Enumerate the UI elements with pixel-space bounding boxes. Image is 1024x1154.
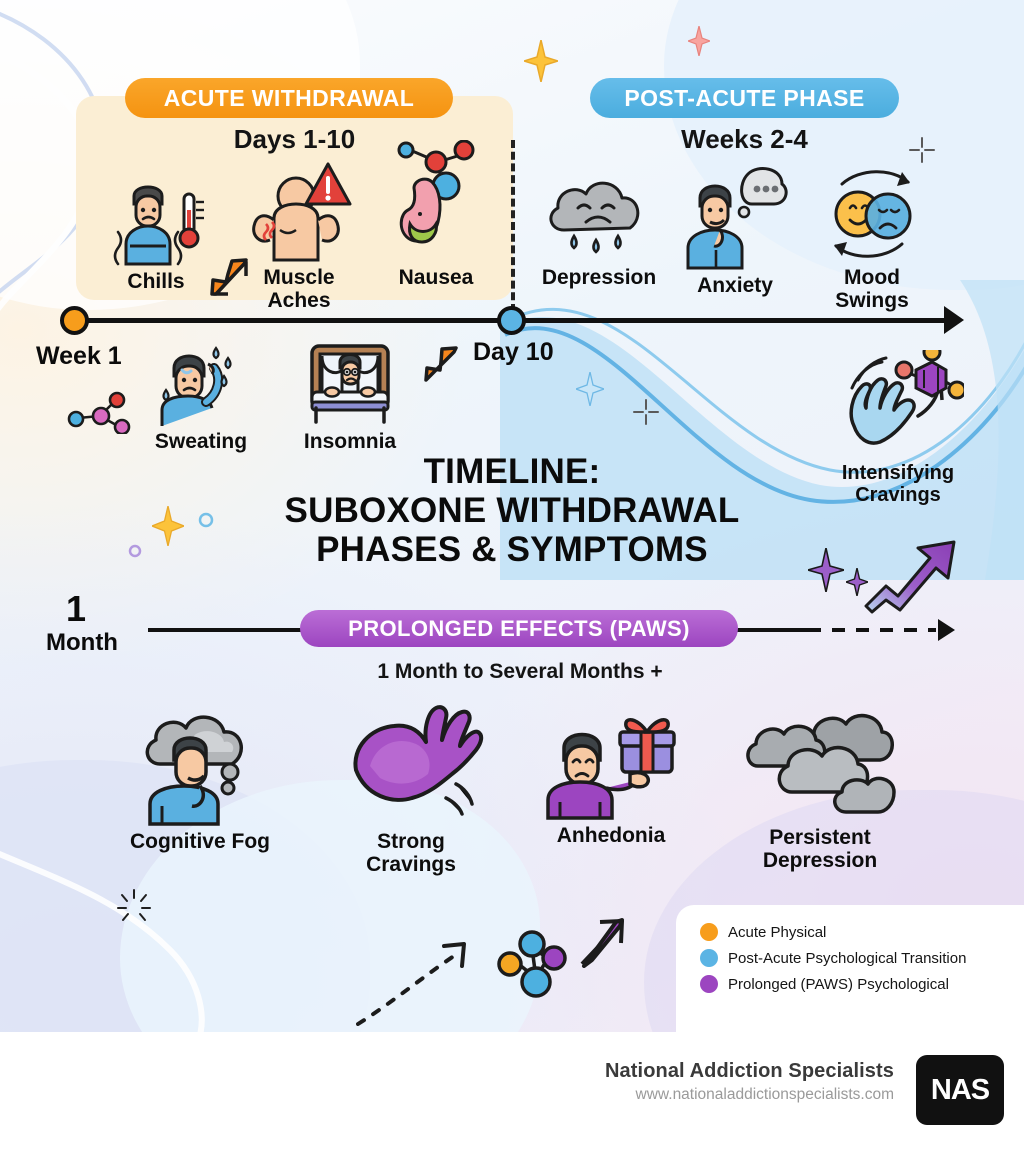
stomach-icon xyxy=(397,139,475,244)
sparkle-icon xyxy=(152,506,184,546)
symptom-mood-swings: Mood Swings xyxy=(816,164,928,312)
double-arrow-icon xyxy=(210,258,248,296)
legend-item: Acute Physical xyxy=(700,923,1008,941)
symptom-label: Muscle Aches xyxy=(263,266,335,312)
nas-logo: NAS xyxy=(916,1055,1004,1125)
sparkle-icon xyxy=(524,40,558,82)
title-line-3: PHASES & SYMPTOMS xyxy=(316,530,708,570)
website-url: www.nationaladdictionspecialists.com xyxy=(635,1086,894,1103)
title-line-1: TIMELINE: xyxy=(423,452,601,491)
plus-decoration-icon xyxy=(633,399,659,425)
symptom-anxiety: Anxiety xyxy=(676,162,794,298)
footer-bar xyxy=(0,1032,1024,1154)
symptom-chills: Chills xyxy=(104,170,208,294)
rising-trend-arrow-icon xyxy=(864,540,956,614)
brand-name: National Addiction Specialists xyxy=(605,1060,894,1082)
up-arrow-icon xyxy=(424,346,458,382)
paws-timeline-dashes xyxy=(808,628,936,632)
footer-branding: National Addiction Specialists www.natio… xyxy=(605,1060,894,1104)
timeline-node-day10 xyxy=(497,306,526,335)
timeline-label-month-word: Month xyxy=(46,629,118,656)
person-head-cloud-icon xyxy=(145,715,243,826)
post-acute-phase-pill: POST-ACUTE PHASE xyxy=(590,78,899,118)
acute-phase-range: Days 1-10 xyxy=(233,124,356,154)
molecule-icon xyxy=(497,930,567,998)
timeline-label-month-number: 1 xyxy=(66,588,87,629)
phase-divider xyxy=(511,140,515,312)
symptom-label: Chills xyxy=(127,270,185,293)
legend-label: Post-Acute Psychological Transition xyxy=(728,949,967,967)
dashed-arrow-icon xyxy=(356,942,466,1026)
person-in-bed-icon xyxy=(310,344,390,424)
rain-cloud-sad-face-icon xyxy=(549,181,640,254)
decorative-swirl-bottom-left xyxy=(0,850,205,1032)
sparkle-icon xyxy=(688,26,710,56)
purple-arrow-icon xyxy=(580,918,624,968)
sparkle-icon xyxy=(808,548,844,592)
legend-color-dot-paws xyxy=(700,975,718,993)
symptom-cognitive-fog: Cognitive Fog xyxy=(130,706,270,854)
paws-phase-pill: PROLONGED EFFECTS (PAWS) xyxy=(300,610,738,647)
symptom-intensifying-cravings: Intensifying Cravings xyxy=(832,342,967,506)
title-line-2: SUBOXONE WITHDRAWAL xyxy=(284,491,740,531)
symptom-strong-cravings: Strong Cravings xyxy=(336,702,486,876)
symptom-label: Depression xyxy=(541,266,657,289)
symptom-label: Mood Swings xyxy=(835,266,909,312)
legend-item: Prolonged (PAWS) Psychological xyxy=(700,975,1008,993)
timeline-label-week1: Week 1 xyxy=(36,342,122,370)
paws-phase-range: 1 Month to Several Months + xyxy=(377,660,663,683)
shine-decoration-icon xyxy=(117,889,151,921)
worried-person-thought-bubble-icon xyxy=(686,167,788,270)
symptom-label: Persistent Depression xyxy=(762,826,878,872)
sweating-person-icon xyxy=(160,346,232,426)
symptom-persistent-depression: Persistent Depression xyxy=(744,706,896,872)
plus-decoration-icon xyxy=(909,137,935,163)
symptom-depression: Depression xyxy=(540,170,658,290)
symptom-label: Intensifying Cravings xyxy=(841,462,955,506)
dot-decoration-icon xyxy=(128,544,142,558)
symptom-label: Anhedonia xyxy=(556,824,666,847)
sad-person-gift-icon xyxy=(546,718,676,820)
page-title: TIMELINE: SUBOXONE WITHDRAWAL PHASES & S… xyxy=(232,452,792,570)
timeline-arrowhead xyxy=(944,306,964,334)
dot-decoration-icon xyxy=(198,512,214,528)
symptom-label: Nausea xyxy=(398,266,474,289)
timeline-label-day10: Day 10 xyxy=(473,338,554,366)
timeline-node-week1 xyxy=(60,306,89,335)
symptom-muscle-aches: Muscle Aches xyxy=(244,160,354,312)
symptom-anhedonia: Anhedonia xyxy=(546,708,676,848)
sparkle-icon xyxy=(846,568,868,596)
shivering-person-thermometer-icon xyxy=(113,185,204,266)
symptom-insomnia: Insomnia xyxy=(298,340,402,454)
legend-item: Post-Acute Psychological Transition xyxy=(700,949,1008,967)
post-acute-phase-range: Weeks 2-4 xyxy=(681,124,808,154)
legend-label: Acute Physical xyxy=(728,923,827,941)
symptom-label: Cognitive Fog xyxy=(130,830,270,853)
symptom-label: Strong Cravings xyxy=(366,830,456,876)
legend-panel: Acute Physical Post-Acute Psychological … xyxy=(676,905,1024,1033)
acute-phase-pill: ACUTE WITHDRAWAL xyxy=(125,78,453,118)
legend-color-dot-post-acute xyxy=(700,949,718,967)
paws-timeline-arrowhead xyxy=(938,619,955,641)
symptom-nausea: Nausea xyxy=(380,139,492,290)
sparkle-icon xyxy=(576,372,604,406)
purple-reaching-arm-icon xyxy=(353,705,484,816)
happy-sad-faces-cycle-icon xyxy=(834,170,912,258)
legend-color-dot-acute xyxy=(700,923,718,941)
molecule-icon xyxy=(67,391,131,434)
grey-clouds-icon xyxy=(746,713,896,814)
legend-label: Prolonged (PAWS) Psychological xyxy=(728,975,949,993)
reaching-hand-molecule-icon xyxy=(849,342,967,445)
symptom-label: Anxiety xyxy=(697,274,773,297)
muscle-arms-warning-icon xyxy=(252,162,352,262)
symptom-sweating: Sweating xyxy=(152,338,250,454)
symptom-label: Insomnia xyxy=(303,430,397,453)
symptom-label: Sweating xyxy=(154,430,248,453)
